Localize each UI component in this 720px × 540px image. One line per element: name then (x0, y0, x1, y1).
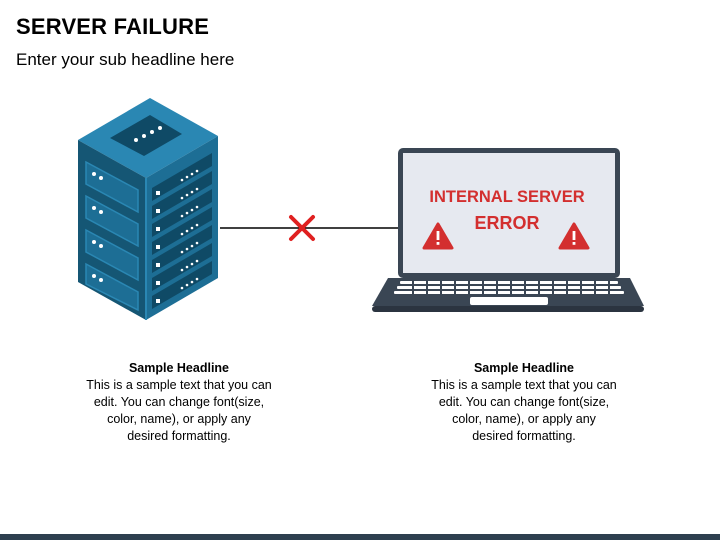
caption-text-line: edit. You can change font(size, (93, 395, 265, 409)
error-message-line1: INTERNAL SERVER (429, 188, 585, 206)
caption-headline: Sample Headline (473, 361, 575, 375)
error-message-line2: ERROR (474, 213, 540, 233)
caption-text-line: color, name), or apply any (452, 412, 596, 426)
keyboard (394, 281, 624, 294)
page-subtitle: Enter your sub headline here (16, 50, 235, 69)
warning-icon (422, 222, 454, 250)
server-caption: Sample Headline This is a sample text th… (79, 360, 279, 445)
caption-text-line: This is a sample text that you can (86, 378, 272, 392)
caption-text-line: This is a sample text that you can (431, 378, 617, 392)
caption-text-line: desired formatting. (472, 429, 576, 443)
caption-text-line: desired formatting. (127, 429, 231, 443)
broken-connection (220, 215, 400, 241)
trackpad (470, 297, 548, 305)
laptop-screen (403, 153, 615, 273)
footer-bar (0, 534, 720, 540)
disconnect-x-icon (289, 215, 315, 241)
server-icon (78, 98, 218, 320)
laptop-icon (372, 148, 644, 312)
warning-icon (558, 222, 590, 250)
caption-text-line: edit. You can change font(size, (438, 395, 610, 409)
caption-headline: Sample Headline (128, 361, 230, 375)
server-top-panel (110, 115, 182, 156)
page-title: SERVER FAILURE (16, 14, 210, 39)
caption-text-line: color, name), or apply any (107, 412, 251, 426)
laptop-caption: Sample Headline This is a sample text th… (424, 360, 624, 445)
